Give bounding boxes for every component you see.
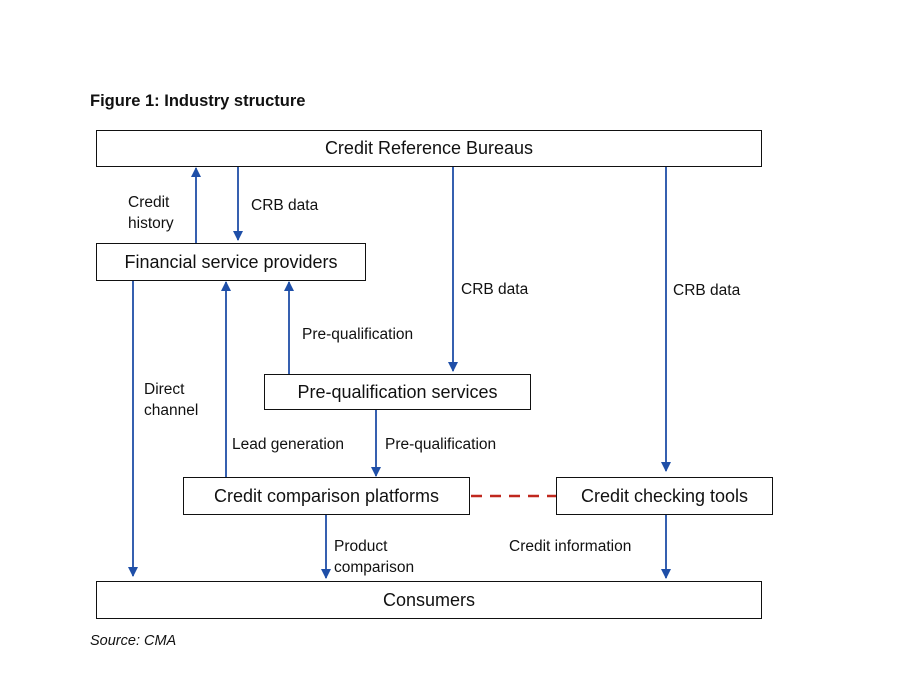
label-credit-information: Credit information <box>509 538 632 555</box>
label-prequal-to-fsp: Pre-qualification <box>302 326 414 343</box>
label-prequal-to-ccp: Pre-qualification <box>385 436 497 453</box>
node-consumers: Consumers <box>96 581 762 619</box>
label-direct-channel-line-1: Direct <box>144 381 185 398</box>
label-lead-generation: Lead generation <box>232 436 345 453</box>
label-crb-data-cct: CRB data <box>673 282 741 299</box>
label-crb-data-pqs: CRB data <box>461 281 529 298</box>
node-credit-checking-tools: Credit checking tools <box>556 477 773 515</box>
figure-title: Figure 1: Industry structure <box>90 92 306 110</box>
label-direct-channel: Direct channel <box>144 379 198 421</box>
label-credit-history-line-1: Credit <box>128 194 170 211</box>
label-credit-history: Credit history <box>128 192 174 234</box>
label-product-comparison-line-1: Product <box>334 538 388 555</box>
node-financial-service-providers: Financial service providers <box>96 243 366 281</box>
label-credit-history-line-2: history <box>128 215 174 232</box>
label-product-comparison: Product comparison <box>334 536 414 578</box>
node-credit-comparison-platforms: Credit comparison platforms <box>183 477 470 515</box>
label-product-comparison-line-2: comparison <box>334 559 415 576</box>
node-pre-qualification-services: Pre-qualification services <box>264 374 531 410</box>
label-direct-channel-line-2: channel <box>144 402 199 419</box>
label-crb-data-fsp: CRB data <box>251 197 319 214</box>
figure-source: Source: CMA <box>90 633 177 649</box>
node-credit-reference-bureaus: Credit Reference Bureaus <box>96 130 762 167</box>
